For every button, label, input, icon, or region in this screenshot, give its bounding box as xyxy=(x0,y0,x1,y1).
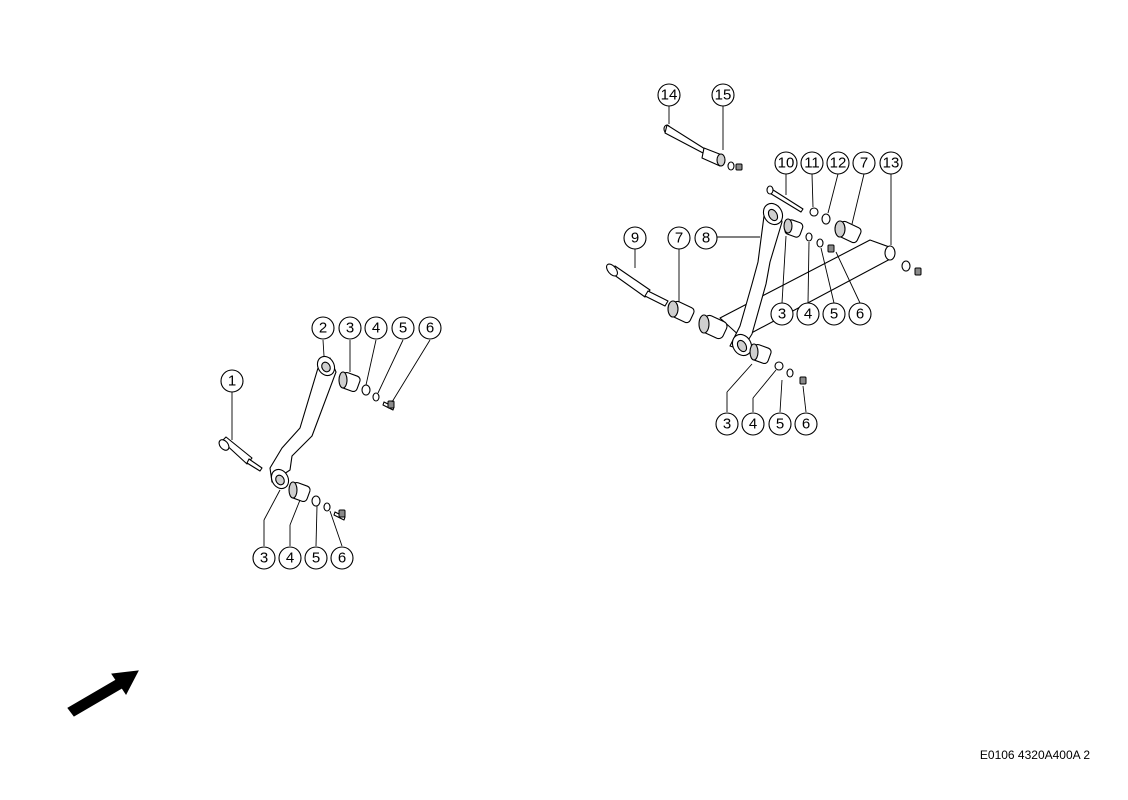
lever-arm xyxy=(269,355,337,490)
callout-label: 15 xyxy=(715,87,732,104)
callout-label: 6 xyxy=(856,306,864,323)
callout-9: 9 xyxy=(623,226,647,250)
callout-label: 10 xyxy=(778,155,795,172)
upper-bolt-set xyxy=(766,185,831,225)
callout-13: 13 xyxy=(879,151,903,175)
callout-1: 1 xyxy=(220,369,244,393)
right-lower-bushing-set xyxy=(749,343,807,385)
callout-label: 6 xyxy=(338,550,346,567)
callout-label: 13 xyxy=(883,155,900,172)
callout-12: 12 xyxy=(826,151,850,175)
callout-label: 2 xyxy=(319,320,327,337)
right-callouts: 14 15 10 11 12 7 13 9 7 8 3 4 5 6 3 4 5 … xyxy=(623,83,903,436)
right-assembly xyxy=(606,106,922,413)
long-pin xyxy=(663,124,706,154)
handle-grip xyxy=(218,436,263,472)
left-leader-lines xyxy=(231,339,431,547)
callout-label: 6 xyxy=(426,320,434,337)
callout-5-upper-right: 5 xyxy=(822,302,846,326)
callout-label: 12 xyxy=(830,155,847,172)
callout-2: 2 xyxy=(311,316,335,340)
callout-7-lower: 7 xyxy=(667,226,691,250)
left-sleeve xyxy=(667,300,695,324)
callout-label: 4 xyxy=(286,550,294,567)
drawing-code: E0106 4320A400A 2 xyxy=(979,748,1090,762)
callout-5: 5 xyxy=(391,316,415,340)
callout-label: 7 xyxy=(860,155,868,172)
right-upper-bushing-set xyxy=(783,218,835,253)
callout-label: 4 xyxy=(804,306,812,323)
left-callouts: 1 2 3 4 5 6 3 4 5 6 xyxy=(220,316,442,570)
lower-bushing-set xyxy=(288,481,346,521)
callout-label: 5 xyxy=(830,306,838,323)
callout-label: 3 xyxy=(723,416,731,433)
callout-10: 10 xyxy=(774,151,798,175)
callout-label: 5 xyxy=(399,320,407,337)
callout-label: 3 xyxy=(260,550,268,567)
callout-6-lower-right: 6 xyxy=(794,412,818,436)
callout-label: 11 xyxy=(804,155,820,172)
callout-6-upper-right: 6 xyxy=(848,302,872,326)
right-leader-lines xyxy=(634,106,892,413)
callout-3-lower-right: 3 xyxy=(715,412,739,436)
callout-4-upper-right: 4 xyxy=(796,302,820,326)
callout-3: 3 xyxy=(338,316,362,340)
callout-4-lower: 4 xyxy=(278,546,302,570)
callout-5-lower: 5 xyxy=(304,546,328,570)
right-handle-grip xyxy=(606,263,669,307)
callout-label: 4 xyxy=(372,320,380,337)
callout-4-lower-right: 4 xyxy=(741,412,765,436)
callout-4: 4 xyxy=(364,316,388,340)
arrow-icon xyxy=(67,670,139,717)
left-assembly xyxy=(218,339,431,547)
callout-label: 7 xyxy=(675,230,683,247)
callout-label: 3 xyxy=(778,306,786,323)
callout-label: 9 xyxy=(631,230,639,247)
callout-14: 14 xyxy=(657,83,681,107)
callout-label: 5 xyxy=(776,416,784,433)
callout-label: 14 xyxy=(661,87,678,104)
right-bushing xyxy=(834,220,862,244)
sleeve-pin xyxy=(701,147,743,171)
callout-8: 8 xyxy=(694,226,718,250)
callout-label: 1 xyxy=(228,373,236,390)
callout-6-lower: 6 xyxy=(330,546,354,570)
callout-label: 5 xyxy=(312,550,320,567)
callout-label: 4 xyxy=(749,416,757,433)
callout-11: 11 xyxy=(800,151,824,175)
callout-3-lower: 3 xyxy=(252,546,276,570)
upper-bushing-set xyxy=(338,371,395,411)
callout-label: 3 xyxy=(346,320,354,337)
callout-5-lower-right: 5 xyxy=(768,412,792,436)
callout-label: 8 xyxy=(702,230,710,247)
callout-7-upper: 7 xyxy=(852,151,876,175)
callout-label: 6 xyxy=(802,416,810,433)
callout-6: 6 xyxy=(418,316,442,340)
callout-15: 15 xyxy=(711,83,735,107)
right-lever-arm xyxy=(729,202,784,357)
coupler-tube xyxy=(698,314,728,340)
callout-3-upper-right: 3 xyxy=(770,302,794,326)
